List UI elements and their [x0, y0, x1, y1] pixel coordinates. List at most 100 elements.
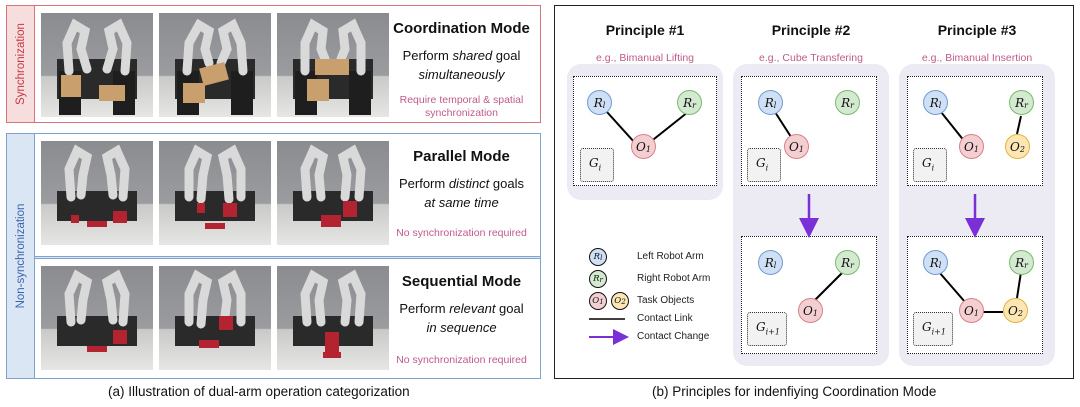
node-subscript: r [599, 274, 603, 284]
node-subscript: 1 [798, 145, 804, 154]
parallel-mode-title: Parallel Mode [413, 148, 510, 165]
goal-subscript: i+1 [765, 327, 780, 337]
node-subscript: 1 [645, 145, 651, 154]
coordination-photo-2 [159, 13, 271, 117]
coordination-mode-note: Require temporal & spatial synchronizati… [387, 94, 536, 120]
goal-letter: G [922, 320, 932, 334]
node-letter: R [1015, 95, 1025, 110]
node-subscript: 2 [1019, 145, 1025, 154]
goal-subscript: i [598, 163, 602, 173]
node-letter: O [803, 303, 813, 318]
node-letter: O [1010, 139, 1020, 154]
node-letter: R [764, 255, 774, 270]
node-letter: R [683, 95, 693, 110]
desc-suffix: goal [492, 48, 521, 63]
node-letter: R [841, 95, 851, 110]
non-synchronization-label: Non-synchronization [14, 203, 27, 309]
node-subscript: r [1024, 101, 1028, 110]
p1-goal-box: Gi [580, 148, 614, 182]
parallel-mode-row: Parallel Mode Perform distinct goals at … [35, 134, 540, 252]
coordination-mode-description: Perform shared goal simultaneously [387, 46, 536, 84]
goal-subscript: i+1 [931, 327, 946, 337]
desc-emphasis: relevant [449, 301, 496, 316]
p3-after-goal-box: Gi+1 [913, 312, 953, 346]
goal-letter: G [922, 156, 932, 170]
parallel-photo-2 [159, 141, 271, 245]
coordination-mode-row: Coordination Mode Perform shared goal si… [35, 6, 540, 124]
sequential-photo-2 [159, 266, 271, 370]
node-letter: R [764, 95, 774, 110]
p2-after-goal-box: Gi+1 [747, 312, 787, 346]
node-letter: R [1015, 255, 1025, 270]
row-separator [35, 256, 540, 259]
sequential-photo-1 [41, 266, 153, 370]
legend-objects-label: Task Objects [637, 295, 695, 306]
node-subscript: 1 [599, 296, 604, 306]
note-line2: synchronization [425, 107, 498, 119]
note-line1: Require temporal & spatial [399, 94, 524, 106]
node-subscript: l [938, 261, 942, 270]
left-caption: (a) Illustration of dual-arm operation c… [108, 384, 410, 399]
goal-letter: G [756, 320, 766, 334]
desc-suffix: goal [495, 301, 524, 316]
goal-subscript: i [931, 163, 935, 173]
parallel-mode-description: Perform distinct goals at same time [387, 174, 536, 212]
desc-suffix: goals [489, 176, 524, 191]
parallel-mode-note: No synchronization required [396, 227, 527, 239]
synchronization-sidebar: Synchronization [7, 6, 35, 122]
desc-emphasis: shared [452, 48, 493, 63]
sequential-photo-3 [277, 266, 389, 370]
goal-subscript: i [765, 163, 769, 173]
synchronization-group: Synchronization [6, 5, 541, 123]
principle-1-example: e.g., Bimanual Lifting [595, 52, 695, 64]
node-letter: R [593, 252, 601, 262]
legend-left-arm-label: Left Robot Arm [637, 251, 704, 262]
parallel-photo-3 [277, 141, 389, 245]
desc-line2: at same time [424, 195, 499, 210]
node-letter: R [929, 95, 939, 110]
node-subscript: l [773, 261, 777, 270]
node-letter: O [1008, 303, 1018, 318]
sequential-mode-note: No synchronization required [396, 354, 527, 366]
node-subscript: 1 [812, 309, 818, 318]
node-subscript: r [850, 101, 854, 110]
principle-3-example: e.g., Bimanual Insertion [921, 52, 1033, 64]
principles-panel: Principle #1 Principle #2 Principle #3 e… [554, 5, 1074, 379]
legend-contact-link-label: Contact Link [637, 313, 693, 324]
node-subscript: r [850, 261, 854, 270]
p2-before-goal-box: Gi [747, 148, 781, 182]
node-letter: O [614, 296, 622, 306]
node-letter: O [964, 303, 974, 318]
node-subscript: l [600, 252, 603, 262]
desc-line2: in sequence [426, 320, 497, 335]
node-letter: O [592, 296, 600, 306]
node-letter: R [593, 274, 600, 284]
node-subscript: 2 [621, 296, 626, 306]
coordination-photo-1 [41, 13, 153, 117]
principle-2-example: e.g., Cube Transfering [759, 52, 863, 64]
node-subscript: r [1024, 261, 1028, 270]
desc-emphasis: distinct [448, 176, 490, 191]
goal-letter: G [756, 156, 766, 170]
node-subscript: l [938, 101, 942, 110]
non-synchronization-sidebar: Non-synchronization [7, 134, 35, 378]
legend-contact-change-label: Contact Change [637, 331, 710, 342]
goal-letter: G [589, 156, 599, 170]
coordination-photo-3 [277, 13, 389, 117]
desc-prefix: Perform [399, 301, 450, 316]
